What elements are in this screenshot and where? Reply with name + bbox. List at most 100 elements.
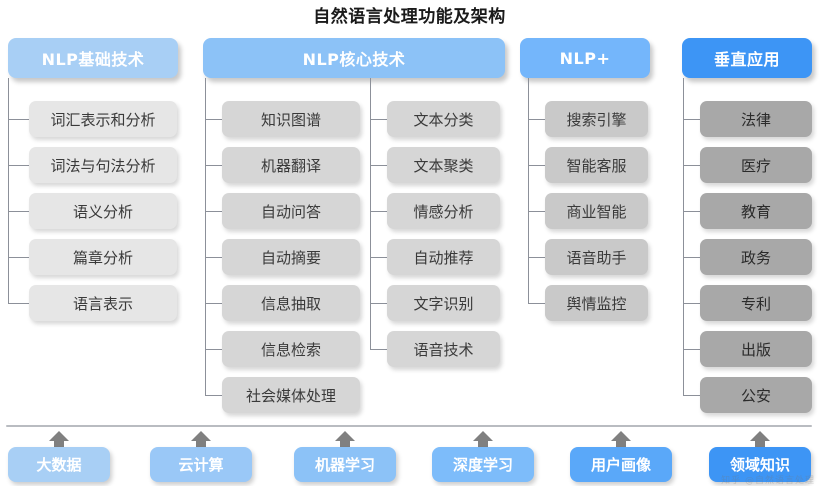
column-header-label: NLP核心技术 xyxy=(302,50,406,69)
leaf-nlp-core-b-2[interactable]: 情感分析 xyxy=(387,193,500,229)
connector-branch xyxy=(683,349,700,350)
foundation-pill-label: 大数据 xyxy=(36,456,82,474)
connector-branch xyxy=(528,211,545,212)
leaf-label: 文本分类 xyxy=(413,110,474,129)
leaf-nlp-core-a-6[interactable]: 社会媒体处理 xyxy=(222,377,360,413)
leaf-nlp-basic-4[interactable]: 语言表示 xyxy=(29,285,177,321)
connector-branch xyxy=(683,395,700,396)
leaf-vertical-5[interactable]: 出版 xyxy=(700,331,812,367)
connector-branch xyxy=(683,165,700,166)
connector-branch xyxy=(205,165,222,166)
column-header-label: NLP+ xyxy=(559,48,611,68)
leaf-label: 篇章分析 xyxy=(72,248,133,267)
leaf-label: 自动问答 xyxy=(260,202,321,221)
leaf-nlp-plus-3[interactable]: 语音助手 xyxy=(545,239,648,275)
leaf-vertical-2[interactable]: 教育 xyxy=(700,193,812,229)
leaf-nlp-plus-4[interactable]: 舆情监控 xyxy=(545,285,648,321)
leaf-vertical-6[interactable]: 公安 xyxy=(700,377,812,413)
connector-trunk-nlp-plus xyxy=(528,78,529,303)
leaf-label: 商业智能 xyxy=(566,202,627,221)
column-header-nlp-core[interactable]: NLP核心技术 xyxy=(203,38,505,78)
connector-branch xyxy=(528,257,545,258)
foundation-pill-0[interactable]: 大数据 xyxy=(8,447,110,482)
leaf-vertical-0[interactable]: 法律 xyxy=(700,101,812,137)
connector-branch xyxy=(205,303,222,304)
leaf-nlp-core-a-4[interactable]: 信息抽取 xyxy=(222,285,360,321)
leaf-label: 出版 xyxy=(740,340,771,359)
leaf-nlp-basic-2[interactable]: 语义分析 xyxy=(29,193,177,229)
leaf-nlp-basic-1[interactable]: 词法与句法分析 xyxy=(29,147,177,183)
leaf-nlp-core-a-3[interactable]: 自动摘要 xyxy=(222,239,360,275)
leaf-label: 语音助手 xyxy=(566,248,627,267)
leaf-nlp-core-a-1[interactable]: 机器翻译 xyxy=(222,147,360,183)
leaf-label: 舆情监控 xyxy=(566,294,627,313)
connector-branch xyxy=(205,119,222,120)
leaf-label: 智能客服 xyxy=(566,156,627,175)
leaf-label: 公安 xyxy=(740,386,771,405)
leaf-nlp-basic-0[interactable]: 词汇表示和分析 xyxy=(29,101,177,137)
leaf-nlp-core-b-5[interactable]: 语音技术 xyxy=(387,331,500,367)
connector-branch xyxy=(370,349,387,350)
leaf-label: 信息检索 xyxy=(260,340,321,359)
leaf-nlp-plus-1[interactable]: 智能客服 xyxy=(545,147,648,183)
connector-branch xyxy=(205,257,222,258)
leaf-nlp-core-a-2[interactable]: 自动问答 xyxy=(222,193,360,229)
column-header-vertical-app[interactable]: 垂直应用 xyxy=(682,38,812,78)
connector-branch xyxy=(683,211,700,212)
leaf-label: 专利 xyxy=(740,294,771,313)
leaf-label: 社会媒体处理 xyxy=(245,386,336,405)
connector-branch xyxy=(8,119,29,120)
leaf-label: 语音技术 xyxy=(413,340,474,359)
leaf-nlp-core-b-1[interactable]: 文本聚类 xyxy=(387,147,500,183)
foundation-pill-4[interactable]: 用户画像 xyxy=(570,447,672,482)
leaf-label: 教育 xyxy=(740,202,771,221)
foundation-pill-5[interactable]: 领域知识 xyxy=(709,447,811,482)
leaf-label: 语义分析 xyxy=(72,202,133,221)
leaf-nlp-core-a-5[interactable]: 信息检索 xyxy=(222,331,360,367)
foundation-pill-3[interactable]: 深度学习 xyxy=(432,447,534,482)
leaf-label: 词法与句法分析 xyxy=(50,156,156,175)
leaf-nlp-core-b-3[interactable]: 自动推荐 xyxy=(387,239,500,275)
leaf-label: 法律 xyxy=(740,110,771,129)
column-header-nlp-plus[interactable]: NLP+ xyxy=(520,38,650,78)
connector-branch xyxy=(205,395,222,396)
connector-branch xyxy=(205,349,222,350)
connector-branch xyxy=(8,303,29,304)
connector-branch xyxy=(8,211,29,212)
connector-trunk-vertical xyxy=(683,78,684,395)
column-header-nlp-basic[interactable]: NLP基础技术 xyxy=(8,38,178,78)
leaf-vertical-4[interactable]: 专利 xyxy=(700,285,812,321)
leaf-nlp-core-b-4[interactable]: 文字识别 xyxy=(387,285,500,321)
foundation-divider xyxy=(6,425,812,427)
foundation-pill-label: 深度学习 xyxy=(452,456,513,474)
connector-trunk-nlp-basic xyxy=(8,78,9,303)
foundation-pill-label: 云计算 xyxy=(178,456,224,474)
leaf-nlp-plus-2[interactable]: 商业智能 xyxy=(545,193,648,229)
leaf-nlp-plus-0[interactable]: 搜索引擎 xyxy=(545,101,648,137)
connector-branch xyxy=(370,211,387,212)
connector-branch xyxy=(528,165,545,166)
foundation-pill-1[interactable]: 云计算 xyxy=(150,447,252,482)
leaf-vertical-1[interactable]: 医疗 xyxy=(700,147,812,183)
leaf-label: 自动摘要 xyxy=(260,248,321,267)
leaf-vertical-3[interactable]: 政务 xyxy=(700,239,812,275)
foundation-pill-label: 用户画像 xyxy=(590,456,651,474)
leaf-nlp-basic-3[interactable]: 篇章分析 xyxy=(29,239,177,275)
connector-branch xyxy=(8,257,29,258)
connector-branch xyxy=(528,303,545,304)
leaf-label: 自动推荐 xyxy=(413,248,474,267)
connector-branch xyxy=(370,257,387,258)
connector-branch xyxy=(683,303,700,304)
connector-trunk-nlp-core-b xyxy=(370,78,371,349)
leaf-label: 机器翻译 xyxy=(260,156,321,175)
leaf-label: 信息抽取 xyxy=(260,294,321,313)
leaf-label: 语言表示 xyxy=(72,294,133,313)
page-title: 自然语言处理功能及架构 xyxy=(313,7,506,27)
leaf-label: 搜索引擎 xyxy=(566,110,627,129)
leaf-nlp-core-a-0[interactable]: 知识图谱 xyxy=(222,101,360,137)
leaf-label: 医疗 xyxy=(740,156,771,175)
leaf-nlp-core-b-0[interactable]: 文本分类 xyxy=(387,101,500,137)
leaf-label: 文本聚类 xyxy=(413,156,474,175)
foundation-pill-2[interactable]: 机器学习 xyxy=(294,447,396,482)
leaf-label: 情感分析 xyxy=(413,202,474,221)
